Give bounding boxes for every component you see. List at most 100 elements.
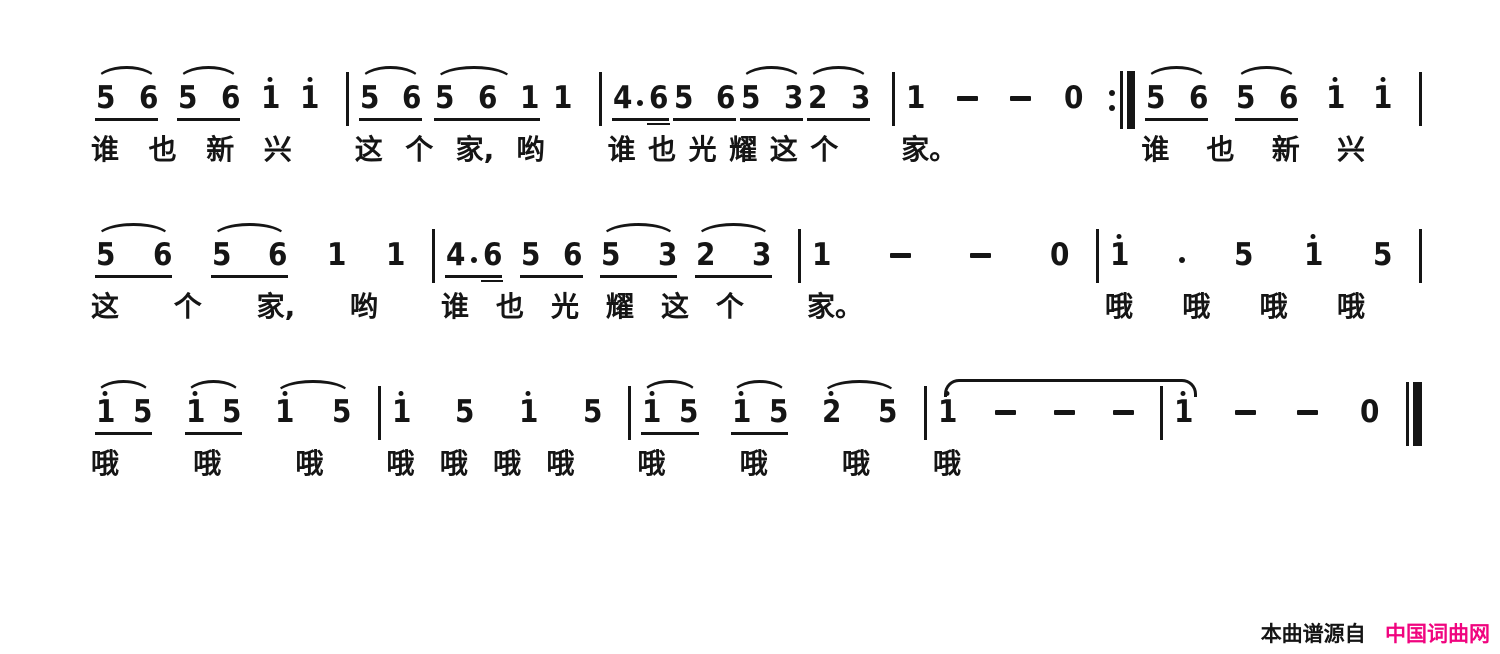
slur-slot [443,221,504,237]
barline [598,72,602,126]
eighth-underline [1235,118,1299,129]
eighth-underline [184,432,242,443]
note-1: 1 [937,391,958,431]
lyric: 哦 [386,447,415,480]
note-2: 2 [807,80,828,117]
note-digit: 6 [716,80,735,116]
octave-dot [192,391,198,396]
thick-bar [1413,382,1423,446]
note-1: 1 [731,391,752,431]
eighth-underline [731,432,789,443]
note-6: 6 [152,237,173,274]
note-digit: 6 [1278,80,1298,116]
slur-slot [1061,64,1086,80]
eighth-underline [641,432,699,443]
slur-arc [642,380,698,395]
note-digit: 5 [211,237,231,273]
note-group: 1 [1323,64,1348,125]
lyrics-row: 哦哦哦 [85,438,378,487]
note-digit: 5 [435,80,454,116]
lyrics-row: 家。 [895,124,1109,173]
eighth-underline [95,275,173,286]
note-digit: 4 [446,237,465,273]
eighth-underline [177,118,241,129]
note-line [1177,237,1187,274]
lyric: 家, [455,133,495,166]
repeat-dot [1109,104,1116,111]
note-1: 1 [274,391,295,431]
note-digit: 1 [642,394,662,430]
note-digit: 5 [359,80,379,116]
lyric: 个 [173,290,202,323]
note-group [888,221,913,282]
note-digit: 5 [331,394,351,430]
note-digit: 1 [185,394,205,430]
lyric: 哦 [1259,290,1288,323]
slur-slot [1143,64,1210,80]
note-5: 5 [132,394,153,431]
note-1: 1 [1173,391,1194,431]
lyrics-row [1163,438,1406,487]
duration-dot [637,99,644,106]
slur-arc [359,66,421,81]
note-1: 1 [185,391,206,431]
source-site-link[interactable]: 中国词曲网 [1385,622,1490,646]
note-group [1111,378,1136,439]
note-5: 5 [768,394,789,431]
note-6: 6 [647,80,670,125]
lyrics-row: 哦 [927,438,1160,487]
lyric: 哦 [193,447,222,480]
lyrics-row: 谁也新兴 [85,124,346,173]
note-line: 1 [324,237,349,274]
lyric: 哦 [842,447,871,480]
slur-slot [738,64,805,80]
note-digit: 6 [477,80,497,116]
barline [377,386,381,440]
dash-note [969,253,991,258]
note-digit: 6 [220,80,240,116]
slur-slot [598,221,679,237]
note-4: 4 [612,80,633,117]
slur-arc [435,66,513,81]
barline [1419,229,1422,283]
note-group [1008,64,1033,125]
note-line: 1 [809,237,834,274]
slur-arc [695,223,771,238]
note-line: 1 [389,391,414,431]
note-3: 3 [657,237,678,274]
eighth-underline [434,118,540,129]
note-digit: 5 [679,394,698,430]
note-digit: 5 [1234,237,1253,273]
slur-arc [821,380,897,395]
note-6: 6 [715,80,736,117]
barline [432,229,435,283]
note-5: 5 [1233,237,1254,274]
note-digit: 1 [938,394,957,430]
note-group: 1 [389,378,414,439]
note-line: 1 [550,80,575,117]
lyrics-row: 这个家,哟 [85,281,432,330]
note-5: 5 [673,80,694,117]
note-digit: 1 [520,80,539,116]
note-digit: 1 [260,80,280,116]
dash-note [1010,96,1032,101]
